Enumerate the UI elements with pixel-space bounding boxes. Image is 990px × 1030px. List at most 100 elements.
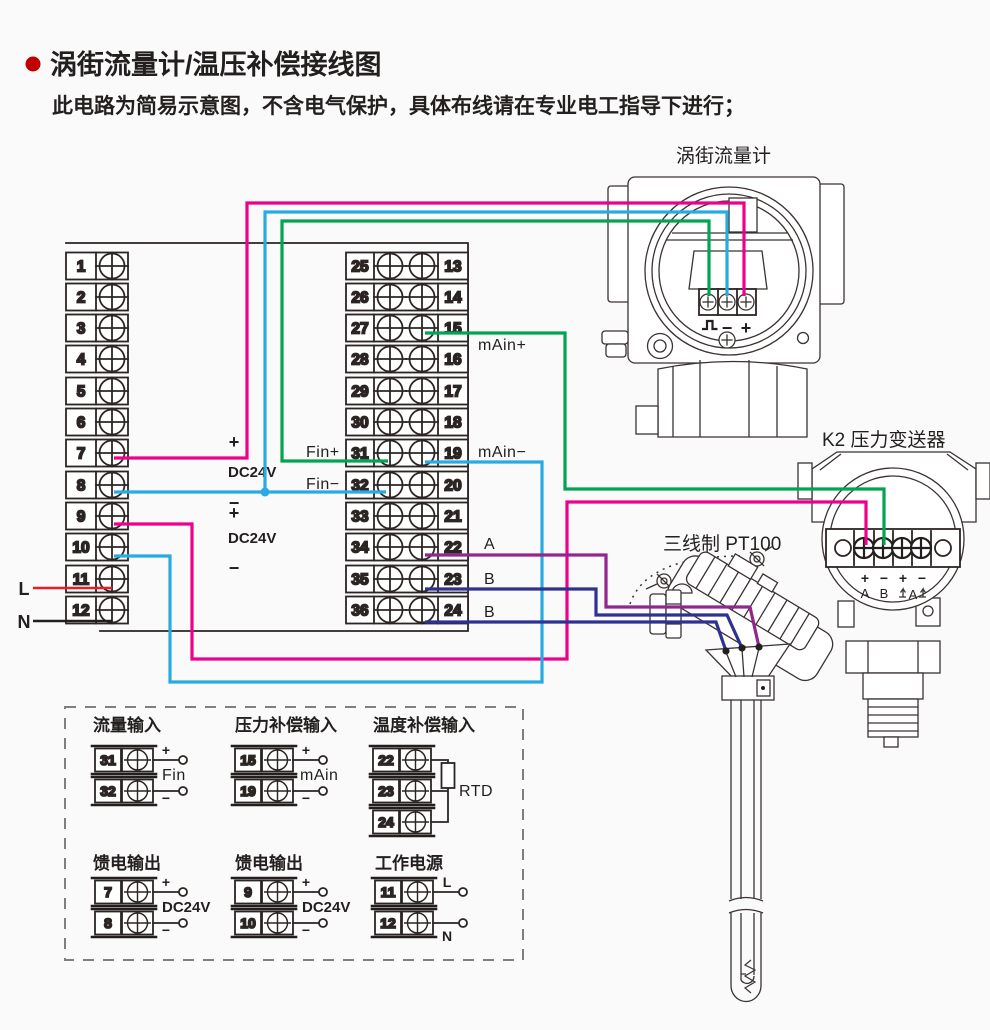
- sign: +: [302, 742, 310, 758]
- transmitter-screw-icon: [909, 536, 933, 560]
- terminal-number: 3: [77, 321, 86, 338]
- legend: 流量输入 31 32 + Fin − 压力补偿输入 15 19 + mAin −…: [64, 706, 524, 961]
- sign: −: [302, 922, 310, 938]
- page-subtitle: 此电路为简易示意图，不含电气保护，具体布线请在专业电工指导下进行；: [52, 94, 745, 118]
- wire-b1-to-pt100: [425, 587, 744, 649]
- panel-frame: [65, 242, 469, 632]
- cover-screw-icon: [718, 331, 736, 349]
- ammeter-symbol: [899, 586, 927, 598]
- terminal-number: 7: [77, 446, 86, 463]
- terminal-number: 19: [240, 783, 256, 799]
- legend-title: 工作电源: [375, 853, 443, 873]
- terminal-number: 24: [444, 603, 462, 620]
- wires: [33, 201, 886, 684]
- terminal-number: 11: [381, 884, 396, 900]
- terminal-number: 1: [77, 259, 86, 276]
- transmitter-screw-icon: [890, 536, 914, 560]
- polarity-label: +: [861, 570, 869, 586]
- terminal-number: 14: [444, 290, 462, 307]
- lid-screw-icon: [749, 545, 774, 567]
- sign: −: [162, 790, 170, 806]
- wire-24v-plus-to-flowmeter: [114, 201, 746, 460]
- terminal-number: 5: [77, 384, 86, 401]
- vortex-flowmeter: 涡街流量计 − +: [601, 145, 845, 438]
- terminal-number: 17: [444, 384, 461, 401]
- sign: +: [162, 874, 170, 890]
- wire-24v-minus-to-main-minus: [114, 460, 544, 684]
- flowmeter-screw-icon: [718, 293, 736, 311]
- terminal-number: 34: [351, 540, 369, 557]
- terminal-number: 23: [378, 783, 394, 799]
- left-terminal-block: 1 2 3 4 5 6 7 8 9 10 11 12: [65, 251, 129, 625]
- terminal-number: 26: [351, 290, 369, 307]
- terminal-number: 9: [244, 884, 252, 900]
- pt100-terminal-dot: [738, 644, 746, 652]
- terminal-number: 25: [351, 259, 369, 276]
- wire-24v-plus-to-transmitter: [114, 500, 868, 661]
- label-fin-minus: Fin−: [306, 476, 340, 493]
- pulse-symbol: [702, 319, 718, 331]
- rtd-resistor-symbol: [440, 762, 456, 789]
- mid-label: mAin: [300, 767, 338, 784]
- label-b: B: [484, 604, 495, 621]
- sign: +: [302, 874, 310, 890]
- flowmeter-screw-icon: [699, 293, 717, 311]
- polarity-label: −: [880, 570, 888, 586]
- terminal-number: 4: [77, 352, 86, 369]
- meter-letter: A: [909, 587, 918, 602]
- sign: L: [443, 874, 452, 890]
- transmitter-screw-icon: [852, 536, 876, 560]
- legend-title: 流量输入: [93, 715, 161, 735]
- head-cap: [685, 551, 820, 651]
- terminal-number: 10: [72, 540, 89, 557]
- terminal-number: 13: [444, 259, 462, 276]
- terminal-number: 22: [378, 752, 394, 768]
- label-main-minus: mAin−: [478, 444, 526, 461]
- terminal-number: 23: [444, 572, 462, 589]
- pt100-terminal-dot: [755, 643, 763, 651]
- sign: −: [162, 922, 170, 938]
- terminal-number: 15: [444, 321, 462, 338]
- wire-fin-plus-to-flowmeter-pulse: [280, 219, 711, 463]
- label-dc24v: DC24V: [228, 464, 276, 481]
- pt100-terminal-dot: [722, 647, 730, 655]
- flowmeter-minus: −: [722, 318, 733, 338]
- terminal-number: 15: [240, 752, 256, 768]
- terminal-number: 2: [77, 290, 86, 307]
- junction-dot: [260, 487, 270, 497]
- terminal-number: 9: [77, 509, 86, 526]
- sign: N: [442, 928, 452, 944]
- terminal-number: 7: [104, 884, 112, 900]
- terminal-number: 22: [444, 540, 461, 557]
- label-fin-plus: Fin+: [306, 444, 340, 461]
- sign: +: [162, 742, 170, 758]
- terminal-number: 6: [77, 415, 86, 432]
- sign: −: [302, 790, 310, 806]
- label-minus: −: [229, 493, 240, 513]
- mid-label: RTD: [459, 783, 493, 800]
- pt100-sensor: 三线制 PT100: [629, 533, 834, 1003]
- terminal-number: 20: [444, 478, 461, 495]
- terminal-number: 31: [100, 752, 116, 768]
- label-plus: +: [229, 503, 240, 523]
- pressure-transmitter: K2 压力变送器 + − + − A B A: [797, 429, 990, 748]
- pt100-label: 三线制 PT100: [663, 533, 781, 555]
- terminal-number: 16: [444, 352, 462, 369]
- legend-border: [64, 706, 524, 961]
- label-minus: −: [229, 558, 240, 578]
- terminal-number: 35: [351, 572, 369, 589]
- legend-title: 馈电输出: [93, 853, 161, 873]
- terminal-number: 8: [77, 478, 86, 495]
- wire-to-flowmeter-minus: [263, 210, 729, 492]
- terminal-number: 10: [240, 915, 256, 931]
- terminal-number: 18: [444, 415, 462, 432]
- wire-b2-to-pt100: [425, 620, 728, 652]
- polarity-label: −: [918, 570, 926, 586]
- terminal-number: 12: [380, 915, 396, 931]
- mid-label: DC24V: [162, 899, 210, 916]
- terminal-number: 11: [73, 572, 90, 589]
- terminal-letter: A: [861, 586, 870, 601]
- terminal-number: 8: [104, 915, 112, 931]
- label-line-l: L: [19, 579, 30, 599]
- transmitter-label: K2 压力变送器: [822, 429, 946, 451]
